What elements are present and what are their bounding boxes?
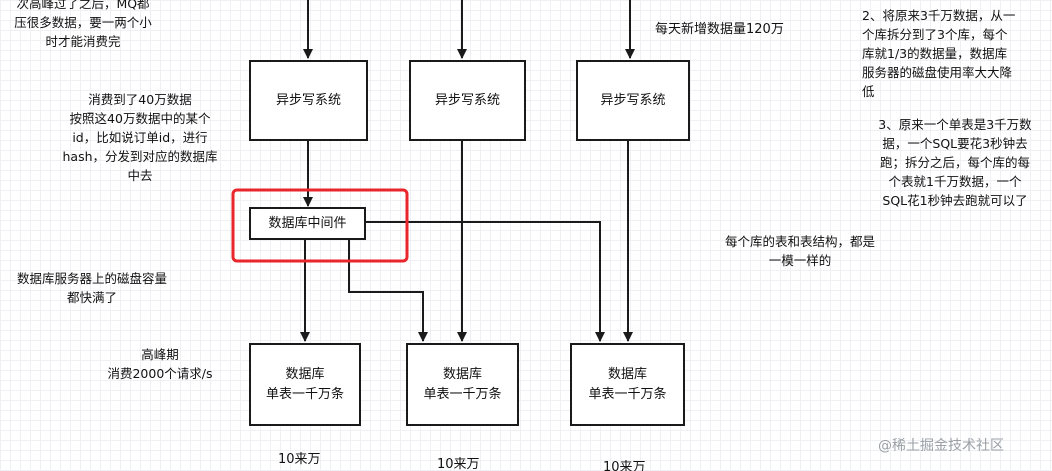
- note-line: 时才能消费完: [45, 34, 121, 49]
- note-daily-increase: 每天新增数据量120万: [655, 22, 784, 37]
- database-title: 数据库: [442, 366, 482, 382]
- note-line: 库就1/3的数据量，数据库: [862, 46, 1008, 61]
- database-count-2: 10来万: [437, 457, 480, 471]
- note-line: 服务器的磁盘使用率大大降: [862, 65, 1013, 80]
- note-line: 消费2000个请求/s: [107, 366, 213, 381]
- note-line: 次高峰过了之后，MQ都: [16, 0, 150, 11]
- writer-box-1[interactable]: 异步写系统: [249, 60, 368, 141]
- note-line: 一模一样的: [768, 253, 832, 268]
- note-line: 个库拆分到了3个库，每个: [862, 27, 1008, 42]
- writer-box-2[interactable]: 异步写系统: [409, 60, 526, 141]
- note-line: 2、将原来3千万数据，从一: [862, 8, 1016, 23]
- database-count-1: 10来万: [278, 452, 321, 467]
- note-line: 中去: [127, 168, 153, 183]
- database-box-1[interactable]: 数据库 单表一千万条: [249, 343, 361, 426]
- note-same-schema: 每个库的表和表结构，都是 一模一样的: [708, 232, 892, 270]
- database-subtitle: 单表一千万条: [423, 386, 502, 402]
- middleware-label: 数据库中间件: [268, 215, 347, 231]
- note-line: 跑；拆分之后，每个库的每: [879, 155, 1030, 170]
- note-split-tables: 3、原来一个单表是3千万数 据，一个SQL要花3秒钟去 跑；拆分之后，每个库的每…: [858, 115, 1052, 210]
- note-disk-full: 数据库服务器上的磁盘容量 都快满了: [0, 269, 184, 307]
- writer-label: 异步写系统: [434, 92, 500, 108]
- note-line: 每个库的表和表结构，都是: [724, 234, 875, 249]
- edge-middleware-db3: [366, 221, 605, 342]
- note-consume: 消费到了40万数据 按照这40万数据中的某个 id，比如说订单id，进行 has…: [40, 90, 240, 185]
- database-subtitle: 单表一千万条: [588, 386, 667, 402]
- writer-box-3[interactable]: 异步写系统: [576, 60, 690, 141]
- note-line: 按照这40万数据中的某个: [69, 111, 211, 126]
- note-line: 都快满了: [66, 290, 117, 305]
- note-line: 数据库服务器上的磁盘容量: [16, 271, 167, 286]
- database-box-3[interactable]: 数据库 单表一千万条: [570, 343, 685, 426]
- middleware-box[interactable]: 数据库中间件: [249, 207, 366, 240]
- note-line: 据，一个SQL要花3秒钟去: [882, 136, 1028, 151]
- database-count-3: 10来万: [603, 460, 646, 471]
- database-box-2[interactable]: 数据库 单表一千万条: [406, 343, 519, 426]
- note-line: hash，分发到对应的数据库: [62, 149, 218, 164]
- note-line: id，比如说订单id，进行: [72, 130, 208, 145]
- database-title: 数据库: [285, 366, 325, 382]
- watermark: @稀土掘金技术社区: [878, 438, 1004, 454]
- note-line: 高峰期: [141, 347, 179, 362]
- note-line: 3、原来一个单表是3千万数: [878, 117, 1032, 132]
- writer-label: 异步写系统: [275, 92, 341, 108]
- note-line: 个表就1千万数据，一个: [888, 174, 1022, 189]
- database-title: 数据库: [607, 366, 647, 382]
- note-top-left: 次高峰过了之后，MQ都 压很多数据，要一两个小 时才能消费完: [0, 0, 170, 51]
- writer-label: 异步写系统: [600, 92, 666, 108]
- edge-middleware-db2: [348, 240, 428, 342]
- database-subtitle: 单表一千万条: [265, 386, 344, 402]
- note-line: 消费到了40万数据: [88, 92, 192, 107]
- middleware-highlight-frame: [231, 188, 409, 263]
- note-line: 低: [862, 84, 875, 99]
- note-line: SQL花1秒钟去跑就可以了: [882, 193, 1028, 208]
- note-peak: 高峰期 消费2000个请求/s: [90, 345, 230, 383]
- note-split-databases: 2、将原来3千万数据，从一 个库拆分到了3个库，每个 库就1/3的数据量，数据库…: [862, 6, 1052, 101]
- note-line: 压很多数据，要一两个小: [14, 15, 152, 30]
